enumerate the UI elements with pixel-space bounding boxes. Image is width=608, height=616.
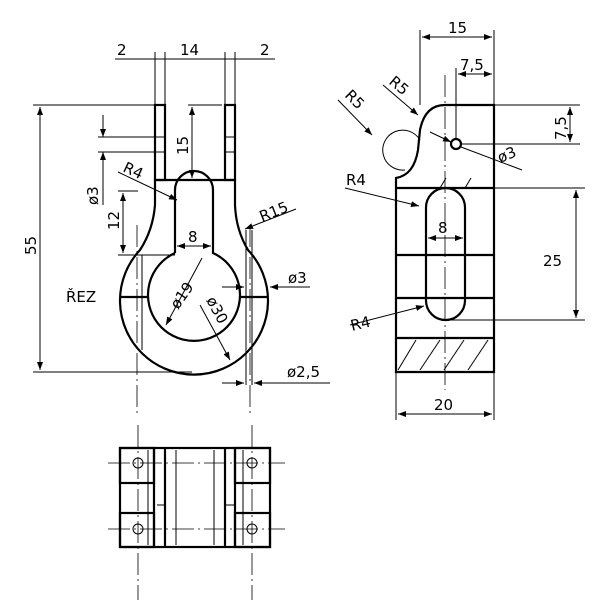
section-label: ŘEZ xyxy=(66,287,96,306)
dim-radius-outer: R5 xyxy=(341,86,368,113)
dim-slot-radius-bottom: R4 xyxy=(349,313,373,335)
hatching xyxy=(397,177,489,371)
dim-outer-radius: R15 xyxy=(257,198,291,226)
dim-hole-offset: 7,5 xyxy=(460,56,484,74)
dim-width-top: 15 xyxy=(448,19,467,37)
dim-right-wall: 2 xyxy=(260,41,270,59)
dim-left-wall: 2 xyxy=(117,41,127,59)
dim-small-hole: ø2,5 xyxy=(287,363,320,381)
dim-side-slot-width: 8 xyxy=(438,219,448,237)
right-prong xyxy=(223,103,237,182)
dim-slot-radius: R4 xyxy=(120,158,146,183)
side-view: 15 7,5 7,5 ø3 R5 R5 R4 8 25 R4 xyxy=(337,19,585,420)
top-width-dimension: 2 14 2 xyxy=(115,41,275,105)
dim-radius-inner: R5 xyxy=(385,72,412,99)
dim-outer-dia: ø30 xyxy=(202,293,231,326)
dim-hole: ø3 xyxy=(84,186,102,205)
dim-hole-side: ø3 xyxy=(288,269,307,287)
dim-slot-radius-top: R4 xyxy=(346,171,366,189)
bottom-outline xyxy=(118,446,272,549)
dim-slot-depth: 12 xyxy=(105,211,123,230)
left-prong xyxy=(153,103,167,182)
front-view: 2 14 2 55 15 ø3 xyxy=(22,41,330,415)
dim-inner-dia: ø19 xyxy=(167,279,198,312)
hole-circle xyxy=(449,137,463,151)
dim-slot-width: 8 xyxy=(188,228,198,246)
side-slot xyxy=(424,186,467,322)
dim-hole-vertical: 7,5 xyxy=(552,116,570,140)
dim-height: 55 xyxy=(22,236,40,255)
bottom-view xyxy=(108,425,285,600)
side-outline xyxy=(394,103,496,374)
body-outline xyxy=(118,180,270,376)
slot-and-bore xyxy=(146,169,242,342)
dim-slot-length: 25 xyxy=(543,252,562,270)
dim-prong-height: 15 xyxy=(174,136,192,155)
dim-gap: 14 xyxy=(180,41,199,59)
dim-side-hole: ø3 xyxy=(495,143,519,167)
dim-width: 20 xyxy=(434,396,453,414)
